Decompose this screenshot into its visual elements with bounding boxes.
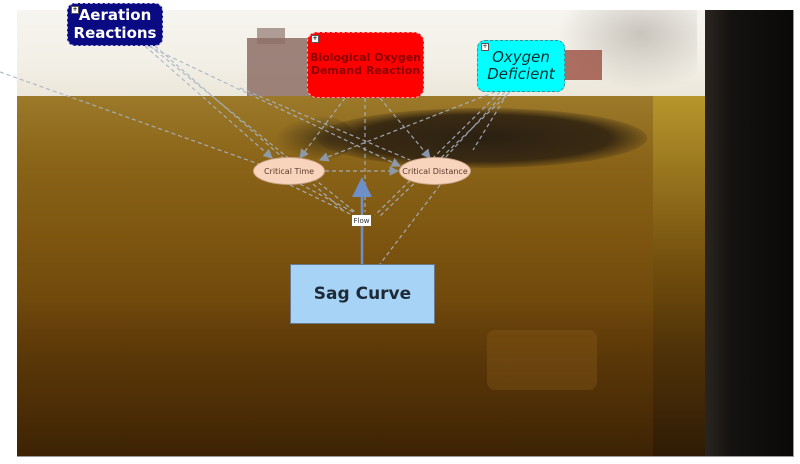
link [299,97,346,159]
link [149,45,356,213]
node-label: Critical Distance [402,166,468,176]
sag-curve-node[interactable]: Sag Curve [290,264,435,324]
link [374,91,501,216]
link [239,87,411,161]
critical-distance-node[interactable]: Critical Distance [399,157,471,185]
link [299,183,356,214]
expand-icon[interactable]: + [71,6,79,14]
building [247,38,317,96]
node-label: Aeration Reactions [73,6,157,42]
expand-icon[interactable]: + [311,35,319,43]
node-label: Critical Time [263,166,315,176]
aquarium-floor [17,300,705,456]
link [289,184,351,215]
oxygen-deficient-node[interactable]: + Oxygen Deficient [477,40,565,92]
node-label: Oxygen Deficient [487,47,555,83]
link [379,184,441,265]
link [379,91,511,217]
aeration-reactions-node[interactable]: + Aeration Reactions [67,3,163,46]
link [147,45,402,167]
link [379,97,431,159]
link [154,45,346,213]
node-label: Biological Oxygen Demand Reaction [309,51,421,77]
flow-label[interactable]: Flow [352,215,371,226]
bod-reaction-node[interactable]: + Biological Oxygen Demand Reaction [307,32,424,98]
link [0,71,271,169]
expand-icon[interactable]: + [481,43,489,51]
link [318,91,496,162]
window-frame [705,10,793,456]
critical-time-node[interactable]: Critical Time [253,157,325,185]
link [444,91,506,159]
rock [487,330,597,390]
node-label: Sag Curve [313,284,412,304]
link [144,45,273,159]
